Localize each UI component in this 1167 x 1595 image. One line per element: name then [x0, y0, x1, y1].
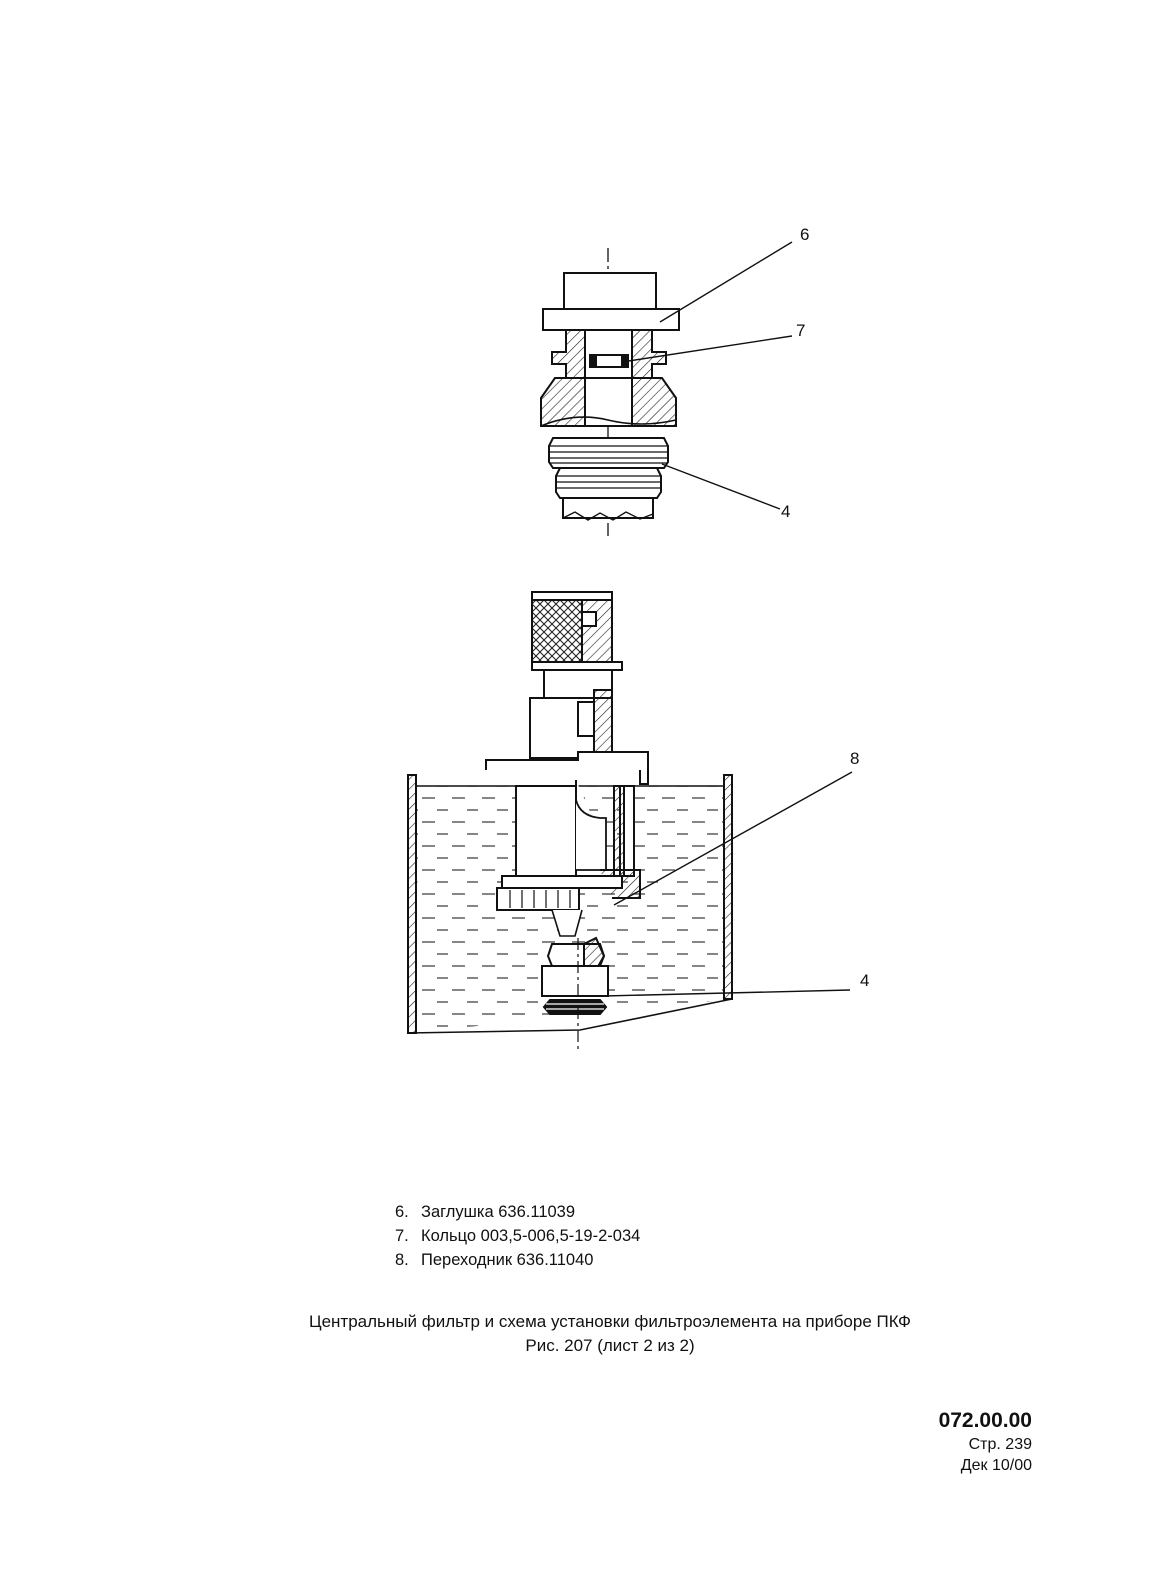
part-description: Переходник 636.11040: [421, 1251, 594, 1269]
revision-date: Дек 10/00: [960, 1457, 1032, 1474]
filter-element-bottom: [541, 936, 609, 1015]
page-number: Стр. 239: [968, 1436, 1032, 1453]
figure-caption-title: Центральный фильтр и схема установки фил…: [309, 1312, 911, 1331]
part-number: 7.: [395, 1227, 409, 1245]
device-body: [515, 785, 577, 877]
leader-7: [621, 335, 793, 363]
housing-right: [631, 377, 677, 427]
part-description: Заглушка 636.11039: [421, 1203, 576, 1221]
document-info: 072.00.00 Стр. 239 Дек 10/00: [939, 1408, 1032, 1476]
parts-list-item: 8. Переходник 636.11040: [395, 1248, 640, 1272]
callout-8: 8: [850, 749, 859, 768]
part-description: Кольцо 003,5-006,5-19-2-034: [421, 1227, 641, 1245]
ribbed-ring: [501, 875, 623, 889]
tank-bottom: [407, 998, 733, 1034]
part-number: 6.: [395, 1203, 409, 1221]
callout-6: 6: [800, 225, 809, 244]
callout-4-top: 4: [781, 502, 790, 521]
leader-6: [659, 241, 793, 323]
plug-flange: [542, 308, 680, 331]
document-number: 072.00.00: [938, 1409, 1032, 1432]
plug-body-left: [551, 329, 586, 379]
housing-left: [540, 377, 586, 427]
filter-element-top: [548, 437, 669, 521]
plug-cap: [563, 272, 657, 310]
device-plate: [485, 751, 649, 785]
part-number: 8.: [395, 1251, 409, 1269]
parts-list: 6. Заглушка 636.11039 7. Кольцо 003,5-006,…: [395, 1200, 640, 1272]
figure-caption-number: Рис. 207 (лист 2 из 2): [525, 1336, 695, 1355]
leader-8: [613, 771, 853, 906]
callout-7: 7: [796, 321, 805, 340]
tank-wall-right: [723, 774, 733, 1000]
tank-wall-left: [407, 774, 417, 1034]
parts-list-item: 7. Кольцо 003,5-006,5-19-2-034: [395, 1224, 640, 1248]
top-assembly: [540, 241, 793, 536]
plug-body-right: [631, 329, 667, 379]
leader-4-bottom: [603, 989, 851, 997]
parts-list-item: 6. Заглушка 636.11039: [395, 1200, 640, 1224]
leader-4-top: [661, 463, 781, 510]
callout-4-bottom: 4: [860, 971, 869, 990]
bath-assembly: [407, 591, 853, 1050]
